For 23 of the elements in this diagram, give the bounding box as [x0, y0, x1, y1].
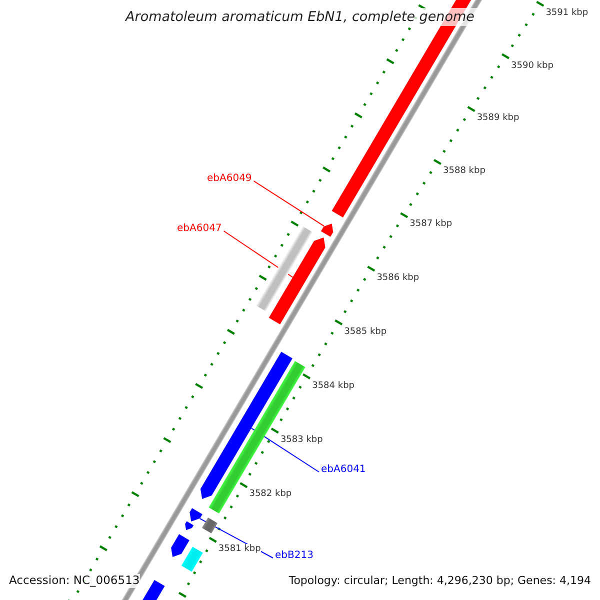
genome-summary-text: Topology: circular; Length: 4,296,230 bp; Genes: 4,194: [288, 574, 591, 588]
scale-label: 3585 kbp: [344, 326, 387, 338]
leader-line: [253, 180, 324, 227]
scale-label: 3586 kbp: [376, 272, 420, 284]
diagram-title: Aromatoleum aromaticum EbN1, complete genome: [122, 8, 478, 26]
leader-line: [223, 230, 294, 278]
gene-label: ebA6047: [177, 223, 222, 235]
gene-label: ebA6049: [207, 173, 252, 185]
gene-feature: [268, 237, 326, 324]
scale-label: 3589 kbp: [476, 113, 520, 124]
scale-label: 3591 kbp: [546, 8, 588, 19]
gene-feature: [190, 508, 202, 522]
gene-label: ebA6041: [321, 464, 366, 476]
scale-label: 3581 kbp: [218, 544, 261, 555]
scale-label: 3584 kbp: [312, 380, 354, 392]
scale-label: 3582 kbp: [249, 489, 292, 500]
scale-label: 3590 kbp: [511, 60, 554, 72]
scale-label: 3583 kbp: [280, 434, 323, 446]
accession-text: Accession: NC_006513: [9, 574, 140, 588]
scale-label: 3588 kbp: [443, 166, 486, 177]
gene-feature: [320, 224, 334, 237]
scale-label: 3587 kbp: [410, 219, 452, 230]
gene-label: ebB213: [275, 550, 314, 562]
